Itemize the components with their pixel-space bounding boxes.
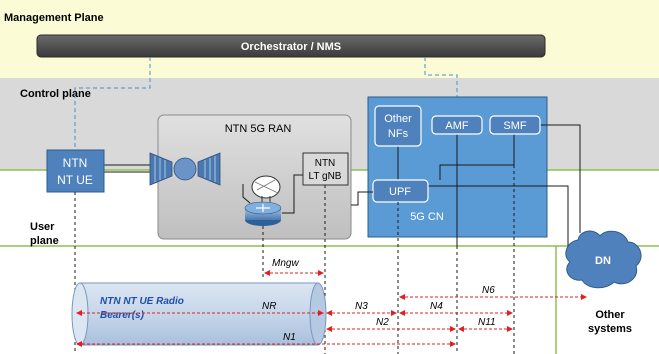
user-plane-label-2: plane [30,235,59,247]
n6-label: N6 [482,285,495,296]
bearer-label-2: Bearer(s) [100,310,145,321]
other-nfs-label-1: Other [384,113,412,125]
dn-cloud-icon[interactable] [565,230,642,289]
upf-box[interactable] [372,179,429,203]
link-satellite-antenna [242,184,251,204]
bearer-label-1: NTN NT UE Radio [100,296,184,307]
mngw-label: Mngw [272,258,299,269]
ue-label-1: NTN [63,156,88,170]
link-upf-dn [428,185,569,246]
nr-label: NR [262,301,276,312]
mgmt-link-ue [74,57,151,150]
other-systems-label-2: systems [588,323,632,335]
gnb-label-2: LT gNB [309,171,342,182]
ntn-5g-ran-title: NTN 5G RAN [225,123,292,135]
link-gnb-upf [351,191,373,206]
ue-label-2: NT UE [57,173,93,187]
amf-box[interactable] [431,115,483,135]
smf-label: SMF [503,120,527,132]
ground-station-icon [244,175,282,226]
upf-label: UPF [389,186,411,198]
user-plane-label-1: User [30,221,55,233]
other-nfs-label-2: NFs [388,128,409,140]
n2-label: N2 [376,317,389,328]
dn-label: DN [595,255,611,267]
gnb-label-1: NTN [315,158,336,169]
n4-label: N4 [430,301,443,312]
other-nfs-box[interactable] [374,105,422,147]
control-plane-label: Control plane [20,88,91,100]
mgmt-link-core [424,57,458,97]
orchestrator-box[interactable] [36,34,546,58]
other-systems-label-1: Other [595,309,625,321]
amf-label: AMF [445,120,469,132]
link-antenna-gnb [282,174,303,214]
management-plane-label: Management Plane [4,12,104,24]
satellite-icon [149,152,221,186]
link-smf-upf-horizontal [439,164,514,180]
n3-label: N3 [355,301,368,312]
5g-cn-title: 5G CN [410,211,444,223]
orchestrator-label: Orchestrator / NMS [241,41,341,53]
n1-label: N1 [283,332,296,343]
link-smf-dn [540,124,581,233]
n11-label: N11 [478,317,496,328]
smf-box[interactable] [489,115,541,135]
